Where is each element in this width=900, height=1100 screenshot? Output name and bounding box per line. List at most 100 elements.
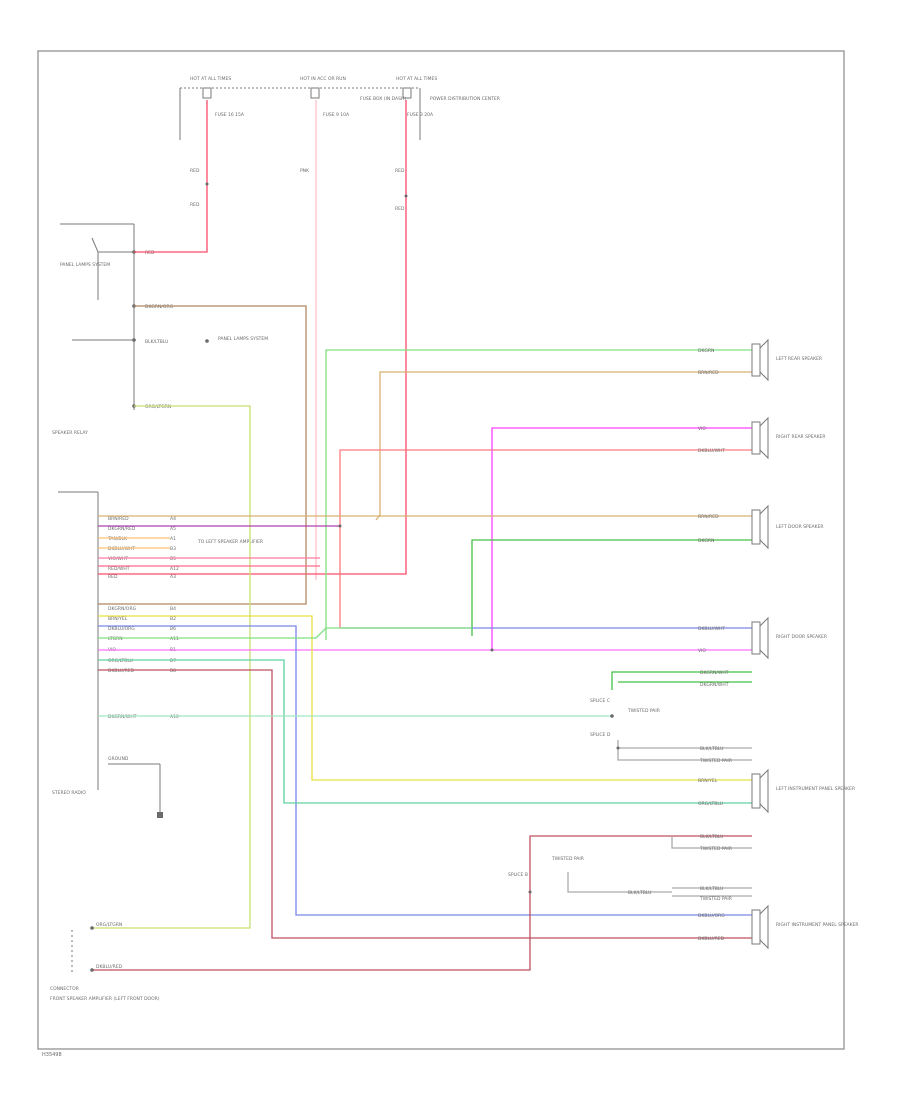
svg-text:DKBLU/WHT: DKBLU/WHT bbox=[698, 448, 725, 454]
wire-lr-brnred bbox=[375, 371, 752, 521]
svg-text:BRN/YEL: BRN/YEL bbox=[698, 778, 718, 784]
fuse-note-2: POWER DISTRIBUTION CENTER bbox=[430, 96, 500, 102]
svg-text:TWISTED PAIR: TWISTED PAIR bbox=[699, 896, 732, 902]
svg-text:DKBLU/WHT: DKBLU/WHT bbox=[108, 546, 135, 552]
twisted-pair-labels: DKGRN/WHT DKGRN/WHT BLK/LTBLU TWISTED PA… bbox=[628, 670, 732, 902]
wire-lr-dkgrn bbox=[325, 349, 752, 640]
wire-red-relay bbox=[134, 100, 208, 253]
svg-text:ORG/LTGRN: ORG/LTGRN bbox=[145, 404, 171, 410]
svg-text:DKGRN/RED: DKGRN/RED bbox=[108, 526, 136, 532]
wire-rr-dkbluwht bbox=[339, 449, 752, 628]
diagram-frame bbox=[37, 50, 845, 1050]
svg-text:DKBLU/RED: DKBLU/RED bbox=[698, 936, 725, 942]
svg-text:RIGHT DOOR SPEAKER: RIGHT DOOR SPEAKER bbox=[776, 634, 827, 640]
svg-text:HOT IN ACC OR RUN: HOT IN ACC OR RUN bbox=[300, 76, 346, 82]
svg-text:VIO/WHT: VIO/WHT bbox=[108, 556, 128, 562]
svg-text:A3: A3 bbox=[170, 574, 176, 580]
svg-text:LEFT REAR SPEAKER: LEFT REAR SPEAKER bbox=[776, 356, 822, 362]
svg-text:ORG/LTBLU: ORG/LTBLU bbox=[698, 801, 723, 807]
svg-text:A10: A10 bbox=[170, 714, 179, 720]
speaker-left-inst-panel: BRN/YEL ORG/LTBLU LEFT INSTRUMENT PANEL … bbox=[698, 768, 855, 814]
wire-front-red bbox=[92, 835, 752, 971]
speaker-right-inst-panel: DKBLU/ORG DKBLU/RED RIGHT INSTRUMENT PAN… bbox=[698, 904, 859, 950]
wire-label-pnk: PNK bbox=[300, 168, 310, 174]
fuse-3: HOT AT ALL TIMES FUSE 3 20A bbox=[396, 76, 437, 118]
svg-text:RIGHT REAR SPEAKER: RIGHT REAR SPEAKER bbox=[776, 434, 826, 440]
svg-text:TWISTED PAIR: TWISTED PAIR bbox=[699, 846, 732, 852]
stereo-radio-label: STEREO RADIO bbox=[52, 790, 86, 796]
wire-rr-vio bbox=[491, 427, 752, 650]
wire-front-blk bbox=[567, 872, 672, 893]
svg-text:ORG/LTGRN: ORG/LTGRN bbox=[96, 922, 122, 928]
svg-text:DKBLU/RED: DKBLU/RED bbox=[96, 964, 123, 970]
svg-text:VIO: VIO bbox=[698, 426, 706, 432]
speaker-left-door: BRN/RED DKGRN LEFT DOOR SPEAKER bbox=[698, 504, 824, 550]
front-amp-note: FRONT SPEAKER AMPLIFIER (LEFT FRONT DOOR… bbox=[50, 996, 160, 1002]
svg-text:PANEL LAMPS SYSTEM: PANEL LAMPS SYSTEM bbox=[60, 262, 110, 268]
svg-text:RED: RED bbox=[108, 574, 118, 580]
svg-text:A1: A1 bbox=[170, 536, 176, 542]
wire-ld-dkgrn bbox=[471, 539, 752, 636]
wire-tp-3 bbox=[617, 740, 752, 761]
radio-pin-labels: BRN/RED DKGRN/RED TAN/BLK DKBLU/WHT VIO/… bbox=[107, 516, 263, 720]
twisted-pair-front-label: TWISTED PAIR bbox=[551, 856, 584, 862]
svg-text:RED: RED bbox=[145, 250, 155, 256]
svg-text:LTGRN: LTGRN bbox=[108, 636, 123, 642]
svg-text:DKGRN/WHT: DKGRN/WHT bbox=[700, 670, 729, 676]
svg-text:FUSE 16 15A: FUSE 16 15A bbox=[215, 112, 245, 118]
svg-text:BLK/LTBLU: BLK/LTBLU bbox=[700, 886, 723, 892]
wire-front-tp1 bbox=[671, 836, 752, 849]
svg-text:TWISTED PAIR: TWISTED PAIR bbox=[699, 758, 732, 764]
wire-dkgrn-org bbox=[98, 305, 307, 605]
speaker-right-door: DKBLU/WHT VIO RIGHT DOOR SPEAKER bbox=[698, 616, 827, 660]
svg-text:B8: B8 bbox=[170, 668, 176, 674]
wire-orgltblu bbox=[98, 659, 752, 804]
svg-text:PANEL LAMPS SYSTEM: PANEL LAMPS SYSTEM bbox=[218, 336, 268, 342]
fuse-1: HOT AT ALL TIMES FUSE 16 15A bbox=[190, 76, 245, 118]
svg-text:DKGRN/WHT: DKGRN/WHT bbox=[700, 682, 729, 688]
svg-text:A5: A5 bbox=[170, 526, 176, 532]
svg-text:ORG/LTBLU: ORG/LTBLU bbox=[108, 658, 133, 664]
svg-text:HOT AT ALL TIMES: HOT AT ALL TIMES bbox=[396, 76, 437, 82]
svg-text:DKBLU/RED: DKBLU/RED bbox=[108, 668, 135, 674]
svg-text:BLK/LTBLU: BLK/LTBLU bbox=[700, 746, 723, 752]
svg-text:TAN/BLK: TAN/BLK bbox=[107, 536, 128, 542]
fuse-note-1: FUSE BOX (IN DASH) bbox=[360, 96, 406, 102]
svg-text:A12: A12 bbox=[170, 566, 179, 572]
wires bbox=[92, 100, 752, 971]
svg-text:B6: B6 bbox=[170, 626, 176, 632]
splice-c-label: SPLICE C bbox=[590, 698, 610, 704]
wire-label-red-3: RED bbox=[395, 168, 405, 174]
speaker-relay-label: SPEAKER RELAY bbox=[52, 430, 88, 436]
svg-text:DKBLU/ORG: DKBLU/ORG bbox=[108, 626, 135, 632]
svg-text:DKGRN: DKGRN bbox=[698, 538, 714, 544]
svg-text:DKGRN/ORG: DKGRN/ORG bbox=[145, 304, 174, 310]
speaker-left-rear: DKGRN BRN/RED LEFT REAR SPEAKER bbox=[698, 338, 822, 382]
svg-text:BRN/YEL: BRN/YEL bbox=[108, 616, 128, 622]
svg-text:RED/WHT: RED/WHT bbox=[108, 566, 130, 572]
svg-text:FUSE 9 10A: FUSE 9 10A bbox=[323, 112, 350, 118]
speaker-relay: PANEL LAMPS SYSTEM RED DKGRN/ORG BLK/LTB… bbox=[52, 223, 268, 436]
svg-text:A4: A4 bbox=[170, 516, 176, 522]
svg-text:DKGRN: DKGRN bbox=[698, 348, 714, 354]
wire-label-red-4: RED bbox=[395, 206, 405, 212]
svg-text:B7: B7 bbox=[170, 658, 176, 664]
svg-text:DKBLU/WHT: DKBLU/WHT bbox=[698, 626, 725, 632]
front-amp-connector-label: CONNECTOR bbox=[50, 986, 79, 992]
splice-b-label: SPLICE B bbox=[508, 872, 528, 878]
svg-text:HOT AT ALL TIMES: HOT AT ALL TIMES bbox=[190, 76, 231, 82]
svg-text:BRN/RED: BRN/RED bbox=[698, 514, 719, 520]
svg-text:DKGRN/WHT: DKGRN/WHT bbox=[108, 714, 137, 720]
wire-label-red-2: RED bbox=[190, 202, 200, 208]
svg-text:BLK/LTBLU: BLK/LTBLU bbox=[700, 834, 723, 840]
svg-text:DKGRN/ORG: DKGRN/ORG bbox=[108, 606, 137, 612]
svg-text:TO LEFT SPEAKER AMPLIFIER: TO LEFT SPEAKER AMPLIFIER bbox=[197, 539, 263, 545]
fuse-2: HOT IN ACC OR RUN FUSE 9 10A bbox=[300, 76, 350, 118]
svg-text:RIGHT INSTRUMENT PANEL SPEAKER: RIGHT INSTRUMENT PANEL SPEAKER bbox=[776, 922, 859, 928]
svg-text:B2: B2 bbox=[170, 616, 176, 622]
svg-text:B3: B3 bbox=[170, 546, 176, 552]
speaker-right-rear: VIO DKBLU/WHT RIGHT REAR SPEAKER bbox=[698, 416, 826, 460]
svg-text:BRN/RED: BRN/RED bbox=[108, 516, 129, 522]
svg-text:BLK/LTBLU: BLK/LTBLU bbox=[145, 339, 168, 345]
svg-text:VIO: VIO bbox=[698, 648, 706, 654]
